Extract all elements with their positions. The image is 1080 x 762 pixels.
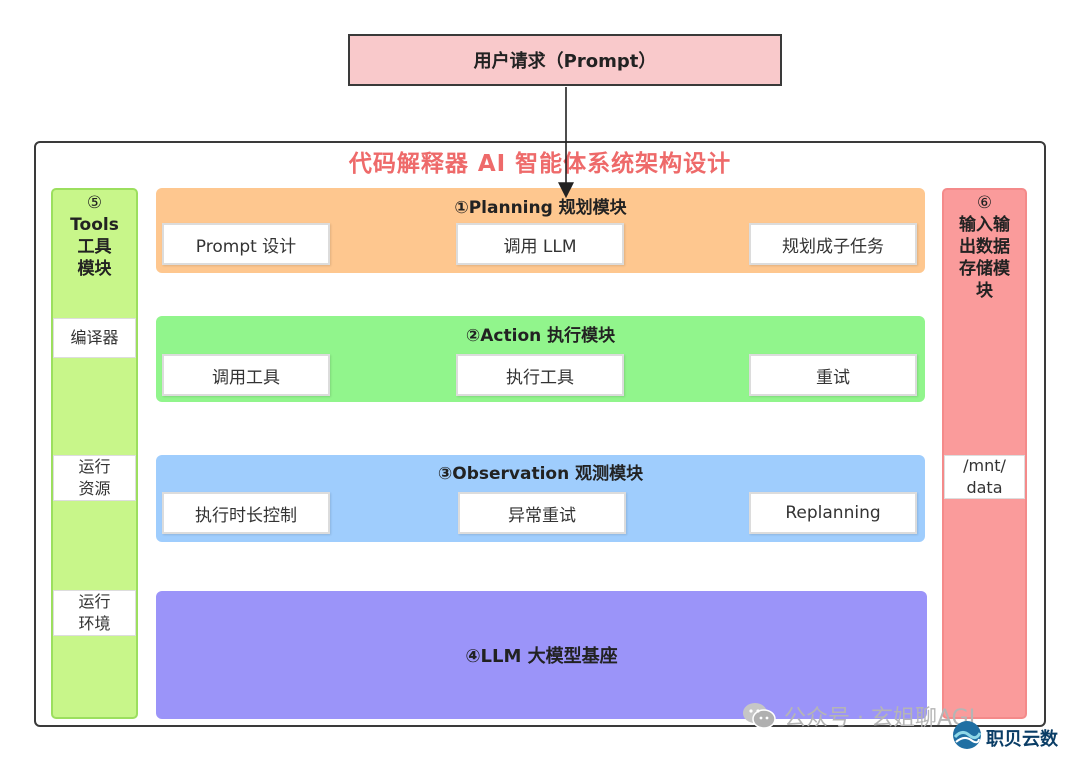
planning-item-prompt-design: Prompt 设计 bbox=[162, 223, 330, 265]
llm-foundation-module: ④LLM 大模型基座 bbox=[156, 591, 927, 719]
observation-module-title: ③Observation 观测模块 bbox=[437, 464, 644, 484]
action-module-title: ②Action 执行模块 bbox=[465, 326, 616, 346]
tools-item-compiler-label: 编译器 bbox=[70, 328, 119, 347]
io-module-title-line3: 存储模 bbox=[959, 259, 1010, 279]
planning-item-call-llm: 调用 LLM bbox=[456, 223, 624, 265]
io-item-line1: /mnt/ bbox=[963, 456, 1006, 475]
io-module-title-line4: 块 bbox=[976, 281, 993, 301]
tools-module-header: ⑤ Tools 工具 模块 bbox=[51, 192, 138, 280]
brand-watermark: 职贝云数 bbox=[952, 720, 1058, 755]
tools-module-number: ⑤ bbox=[86, 193, 103, 213]
io-module-title-line2: 出数据 bbox=[959, 237, 1010, 257]
io-module-title-line1: 输入输 bbox=[959, 215, 1010, 235]
user-request-label: 用户请求（Prompt） bbox=[473, 51, 657, 72]
tools-module-title-line1: Tools bbox=[70, 215, 119, 235]
wechat-watermark: 公众号 · 玄姐聊AGI bbox=[742, 700, 975, 736]
tools-item-runtime-resources-line1: 运行 bbox=[78, 457, 111, 476]
tools-item-compiler: 编译器 bbox=[53, 318, 136, 358]
tools-module-title-line2: 工具 bbox=[77, 237, 112, 257]
tools-item-runtime-environment-line1: 运行 bbox=[78, 592, 111, 611]
io-item-line2: data bbox=[966, 478, 1003, 497]
tools-item-runtime-resources-line2: 资源 bbox=[78, 479, 111, 498]
brand-name: 职贝云数 bbox=[986, 728, 1058, 750]
tools-module-title-line3: 模块 bbox=[77, 259, 112, 279]
io-module-number: ⑥ bbox=[976, 193, 993, 213]
diagram-title: 代码解释器 AI 智能体系统架构设计 bbox=[348, 151, 732, 177]
io-storage-module-column bbox=[942, 188, 1027, 719]
observation-module: ③Observation 观测模块 执行时长控制 异常重试 Replanning bbox=[156, 455, 925, 542]
action-module: ②Action 执行模块 调用工具 执行工具 重试 bbox=[156, 316, 925, 402]
action-item-execute-tool: 执行工具 bbox=[456, 354, 624, 396]
observation-item-exception-retry: 异常重试 bbox=[458, 492, 626, 534]
io-item-mnt-data: /mnt/ data bbox=[944, 455, 1025, 499]
tools-item-runtime-environment-line2: 环境 bbox=[78, 614, 111, 633]
tools-item-runtime-environment: 运行 环境 bbox=[53, 590, 136, 636]
brand-logo-icon bbox=[952, 720, 982, 755]
llm-module-title: ④LLM 大模型基座 bbox=[465, 646, 618, 667]
planning-module: ①Planning 规划模块 Prompt 设计 调用 LLM 规划成子任务 bbox=[156, 188, 925, 273]
tools-item-runtime-resources: 运行 资源 bbox=[53, 455, 136, 501]
planning-module-title: ①Planning 规划模块 bbox=[454, 198, 627, 218]
observation-item-duration-control: 执行时长控制 bbox=[162, 492, 330, 534]
action-item-call-tool: 调用工具 bbox=[162, 354, 330, 396]
user-request-box: 用户请求（Prompt） bbox=[348, 34, 782, 86]
action-item-retry: 重试 bbox=[749, 354, 917, 396]
wechat-watermark-text: 公众号 · 玄姐聊AGI bbox=[784, 706, 976, 731]
observation-item-replanning: Replanning bbox=[749, 492, 917, 534]
io-storage-module-header: ⑥ 输入输 出数据 存储模 块 bbox=[942, 192, 1027, 302]
planning-item-subtasks: 规划成子任务 bbox=[749, 223, 917, 265]
wechat-icon bbox=[742, 702, 776, 736]
